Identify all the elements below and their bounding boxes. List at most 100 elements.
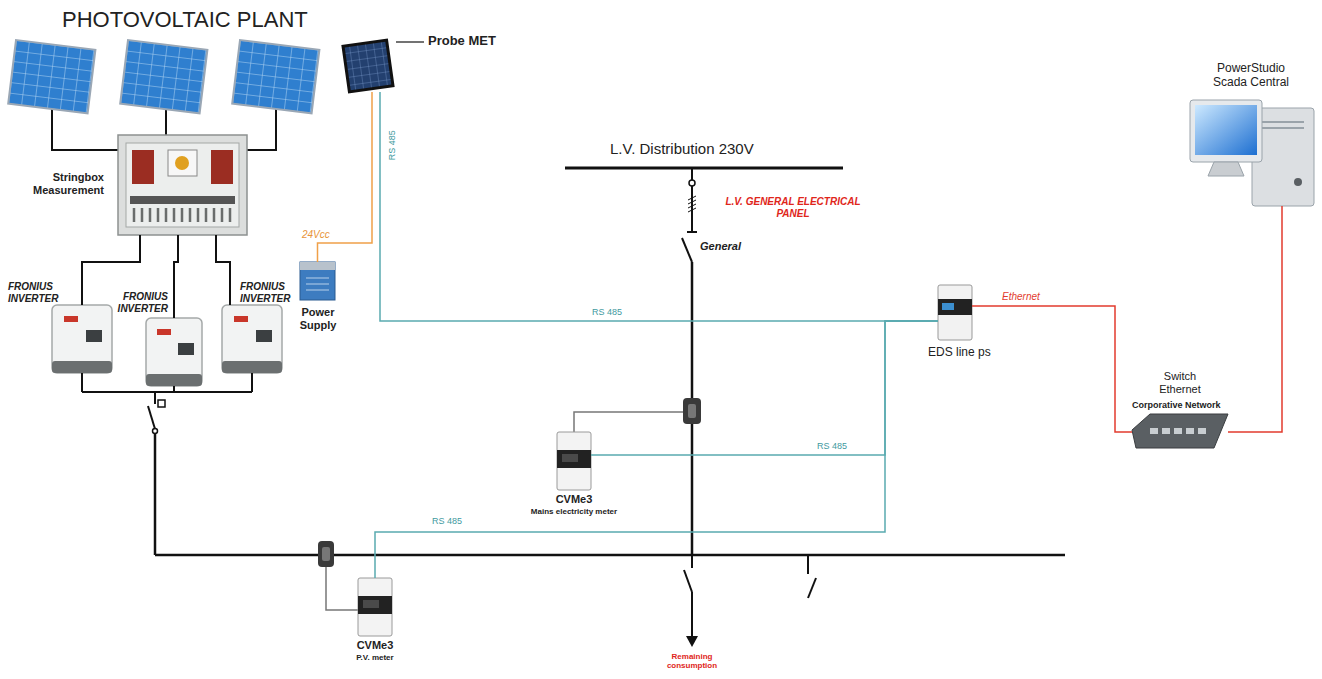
current-transformer xyxy=(683,398,701,424)
string-box-picture xyxy=(132,150,154,184)
power-supply-picture xyxy=(300,262,335,300)
inverter: FRONIUS INVERTER xyxy=(146,318,202,386)
computer-picture xyxy=(1208,162,1244,176)
signal-label: Ethernet xyxy=(1000,291,1042,303)
solar-panel xyxy=(232,40,319,113)
switch-picture xyxy=(1132,414,1228,448)
ac-wiring xyxy=(153,429,158,434)
pv-meter: CVMe3P.V. meter xyxy=(358,578,392,636)
meter-picture xyxy=(557,450,591,468)
inverter-picture xyxy=(222,361,282,373)
meter-label: CVMe3 xyxy=(556,493,593,506)
inverter-picture xyxy=(234,316,248,322)
distribution-busbar xyxy=(565,167,843,170)
inverter-picture xyxy=(86,330,102,342)
load-feeder xyxy=(684,555,816,647)
ac-wiring xyxy=(148,406,155,429)
met-probe: Probe MET xyxy=(345,40,393,92)
inverter: FRONIUS INVERTER xyxy=(52,305,112,373)
connector-line xyxy=(1228,206,1282,432)
string-box: Stringbox Measurement xyxy=(118,135,247,235)
current-transformer xyxy=(322,547,330,561)
distribution-busbar xyxy=(691,186,693,232)
load-feeder xyxy=(807,555,809,574)
string-box-picture xyxy=(168,150,197,176)
switch-picture xyxy=(1174,428,1182,434)
inverter-label: FRONIUS INVERTER xyxy=(114,291,168,314)
ac-wiring xyxy=(82,373,1065,555)
switch-label: Switch Ethernet xyxy=(1150,370,1210,396)
meter-picture xyxy=(562,454,578,462)
inverter-picture xyxy=(256,330,272,342)
switch-picture xyxy=(1198,428,1206,434)
meter-label: CVMe3 xyxy=(357,639,394,652)
computer-picture xyxy=(1294,178,1302,186)
connector-line xyxy=(375,321,938,578)
solar-panel xyxy=(120,40,207,113)
load-feeder xyxy=(686,636,698,647)
solar-panel xyxy=(232,40,319,113)
signal-label: RS 485 xyxy=(387,125,397,165)
string-box-picture xyxy=(118,135,247,235)
probe-label: Probe MET xyxy=(428,34,496,49)
current-transformer xyxy=(688,404,696,418)
ac-wiring xyxy=(82,373,252,404)
ac-wiring xyxy=(154,434,157,555)
diagram-title: PHOTOVOLTAIC PLANT xyxy=(62,7,308,32)
meter-picture xyxy=(363,600,379,608)
load-label: Remaining consumption xyxy=(664,652,720,670)
distribution-busbar xyxy=(682,238,692,262)
meter-picture xyxy=(358,578,392,636)
ac-wiring xyxy=(155,554,1065,557)
power-supply-picture xyxy=(300,262,335,270)
meter-label: Mains electricity meter xyxy=(531,507,617,516)
switch-picture xyxy=(1150,428,1158,434)
eds-gateway: EDS line ps xyxy=(938,285,972,340)
string-box-picture xyxy=(118,135,247,235)
inverter-picture xyxy=(64,316,78,322)
inverter-picture xyxy=(52,361,112,373)
mains-meter: CVMe3Mains electricity meter xyxy=(557,432,591,490)
inverter-picture xyxy=(146,374,202,386)
probe-picture xyxy=(343,40,393,92)
inverter-picture xyxy=(157,329,171,335)
current-transformer xyxy=(318,541,334,567)
ct-wire xyxy=(574,412,683,432)
switch-label: Corporative Network xyxy=(1132,400,1221,410)
breaker-label: General xyxy=(700,240,741,253)
distribution-busbar xyxy=(691,168,693,180)
inverter-label: FRONIUS INVERTER xyxy=(240,281,294,304)
meter-label: P.V. meter xyxy=(356,653,393,662)
string-box-picture xyxy=(211,150,233,184)
meter-picture xyxy=(557,432,591,490)
computer-label: PowerStudio Scada Central xyxy=(1205,62,1297,90)
inverter-picture xyxy=(146,318,202,386)
power-supply-label: Power Supply xyxy=(293,306,343,331)
load-feeder xyxy=(684,570,692,592)
solar-panel xyxy=(8,40,95,113)
computer-picture xyxy=(1195,105,1257,155)
switch-picture xyxy=(1162,428,1170,434)
current-transformer xyxy=(318,541,334,567)
gateway-picture xyxy=(938,299,972,315)
ac-wiring xyxy=(158,400,165,407)
inverter-label: FRONIUS INVERTER xyxy=(8,281,62,304)
gateway-picture xyxy=(938,285,972,340)
probe-picture xyxy=(343,40,393,92)
string-box-label: Stringbox Measurement xyxy=(20,171,104,196)
power-supply-picture xyxy=(306,278,329,290)
computer-picture xyxy=(1262,122,1304,128)
inverter-picture xyxy=(52,305,112,373)
panel-label: L.V. GENERAL ELECTRICAL PANEL xyxy=(718,196,868,219)
load-feeder xyxy=(691,555,693,568)
connector-line xyxy=(972,306,1132,432)
scada-computer: PowerStudio Scada Central xyxy=(1188,100,1316,206)
string-box-picture xyxy=(126,143,239,227)
connector-line xyxy=(216,235,230,305)
distribution-busbar xyxy=(687,231,697,233)
ethernet-switch: Switch EthernetCorporative Network xyxy=(1132,414,1228,448)
signal-label: RS 485 xyxy=(590,307,624,317)
inverter-picture xyxy=(222,305,282,373)
